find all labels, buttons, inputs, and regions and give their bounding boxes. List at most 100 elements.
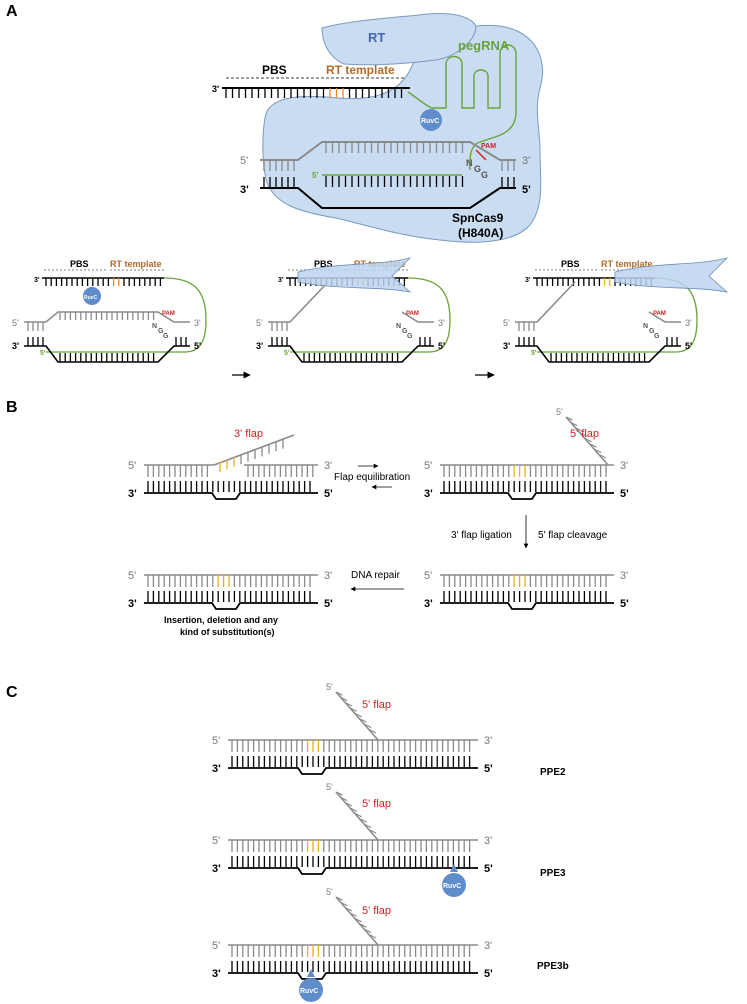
black-five-prime: 5' <box>484 763 493 775</box>
rt-template-label: RT template <box>326 63 395 77</box>
black-strand <box>228 867 478 875</box>
variant-ppe3b: PPE3b <box>537 961 569 972</box>
flap-equilibration-label: Flap equilibration <box>334 472 410 483</box>
black-five-prime: 5' <box>620 488 629 500</box>
flap-base <box>364 929 372 934</box>
panel-c-letter: C <box>6 684 18 701</box>
flap-base <box>345 907 353 912</box>
black-three-prime: 3' <box>240 184 249 196</box>
black-five-prime: 5' <box>522 184 531 196</box>
flap-base <box>336 791 343 796</box>
cleaved-duplex: 5'3'3'5' <box>424 570 629 610</box>
flap-base <box>350 707 358 712</box>
ppe2-duplex: 5'5'3'3'5' <box>212 682 493 775</box>
mini-green-five-prime: 5' <box>284 350 290 357</box>
flap-base <box>340 697 348 702</box>
flap-base <box>340 902 348 907</box>
black-five-prime: 5' <box>484 968 493 980</box>
ruvc-domain <box>420 109 442 131</box>
mini-gray-flap <box>515 281 576 323</box>
mini-green-five-prime: 5' <box>531 350 537 357</box>
mini-pam-label: PAM <box>406 311 419 317</box>
mini-pam-label: PAM <box>653 311 666 317</box>
dna-duplex-main <box>260 141 516 209</box>
mini-black-strand <box>515 345 681 363</box>
mini-three-prime: 3' <box>525 277 531 284</box>
flap-base <box>585 438 592 443</box>
black-five-prime: 5' <box>324 488 333 500</box>
five-flap-cleavage-label: 5' flap cleavage <box>538 530 608 541</box>
black-three-prime: 3' <box>424 598 433 610</box>
black-five-prime: 5' <box>484 863 493 875</box>
ppe2-five-flap-label: 5' flap <box>362 699 391 711</box>
mini-pam-g2: G <box>654 333 660 340</box>
mini-pam-g2: G <box>407 333 413 340</box>
mini-pam-g1: G <box>402 328 408 335</box>
ppe3-five-flap-label: 5' flap <box>362 798 391 810</box>
mini-black-five-prime: 5' <box>194 341 201 351</box>
flap-base <box>360 718 367 723</box>
flap-base <box>345 802 353 807</box>
gray-five-prime: 5' <box>424 570 432 582</box>
rt-label: RT <box>368 30 385 45</box>
mini-gray-three-prime: 3' <box>685 318 692 328</box>
mini-pam-n: N <box>396 323 401 330</box>
flap-base <box>369 934 377 939</box>
flap-base <box>345 702 353 707</box>
variant-ppe2: PPE2 <box>540 767 566 778</box>
pbs-rt-strand <box>222 87 410 98</box>
gray-three-prime: 3' <box>620 570 628 582</box>
flap-base <box>575 427 583 432</box>
flap-five-prime: 5' <box>326 782 333 792</box>
flap-base <box>570 422 578 427</box>
pam-g2: G <box>481 170 488 180</box>
panel-b-letter: B <box>6 399 18 416</box>
black-strand <box>440 602 614 610</box>
outcome-line-2: kind of substitution(s) <box>180 627 275 637</box>
pbs-three-prime: 3' <box>212 84 219 94</box>
flap-base <box>355 813 362 818</box>
flap-base <box>369 729 377 734</box>
mini-black-three-prime: 3' <box>12 341 19 351</box>
three-flap-ligation-label: 3' flap ligation <box>451 530 512 541</box>
gray-five-prime: 5' <box>240 155 248 167</box>
rt-protein-blob <box>321 13 477 66</box>
mini-pam-label: PAM <box>162 311 175 317</box>
panel-a-letter: A <box>6 3 18 20</box>
flap-base <box>364 824 372 829</box>
mini-rt-template-label: RT template <box>110 259 162 269</box>
gray-five-flap <box>335 896 379 946</box>
gray-three-prime: 3' <box>324 460 332 472</box>
flap-base <box>566 416 573 421</box>
flap-five-prime: 5' <box>326 682 333 692</box>
flap-base <box>364 724 372 729</box>
flap-base <box>350 807 358 812</box>
flap-base <box>340 797 348 802</box>
mini-gray-five-prime: 5' <box>256 318 263 328</box>
mini-pbs-label: PBS <box>314 259 333 269</box>
gray-five-prime: 5' <box>212 940 220 952</box>
ppe3-duplex: 5'5'3'3'5' <box>212 782 493 875</box>
black-three-prime: 3' <box>212 968 221 980</box>
black-strand <box>144 492 318 500</box>
gray-five-flap <box>335 791 379 841</box>
flap-base <box>360 923 367 928</box>
black-strand <box>144 602 318 610</box>
gray-five-prime: 5' <box>212 735 220 747</box>
mini-three-prime: 3' <box>34 277 40 284</box>
mini-three-prime: 3' <box>278 277 284 284</box>
enzyme-name: SpnCas9 <box>452 211 504 225</box>
flap-base <box>350 912 358 917</box>
mini-gray-three-prime: 3' <box>194 318 201 328</box>
ppe3b-ruvc-label: RuvC <box>300 988 318 995</box>
gray-three-prime: 3' <box>324 570 332 582</box>
gray-three-prime: 3' <box>484 735 492 747</box>
pam-n: N <box>466 158 473 168</box>
black-five-prime: 5' <box>324 598 333 610</box>
flap-base <box>590 443 597 448</box>
three-flap-label: 3' flap <box>234 428 263 440</box>
mini-rt-template-label: RT template <box>601 259 653 269</box>
mini-pam-g2: G <box>163 333 169 340</box>
